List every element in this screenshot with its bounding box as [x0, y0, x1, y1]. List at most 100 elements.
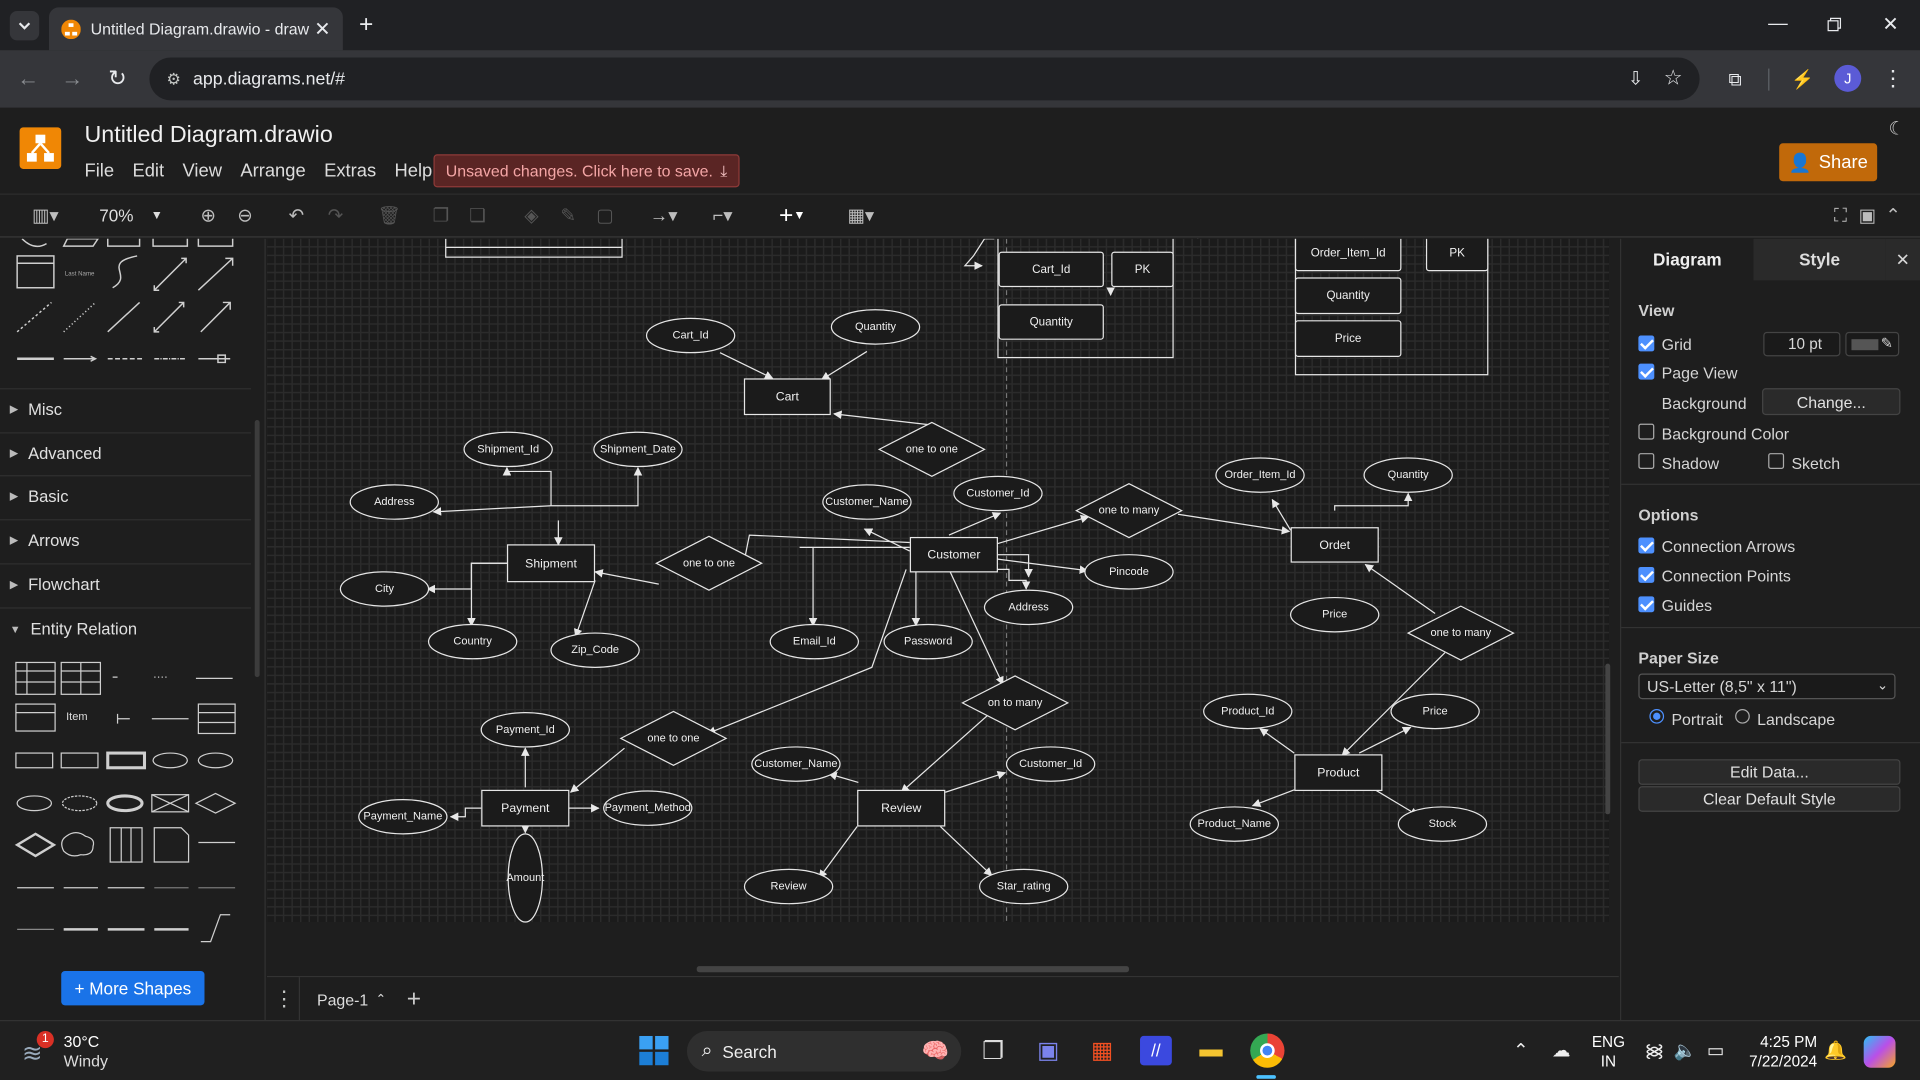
document-title[interactable]: Untitled Diagram.drawio — [84, 122, 333, 149]
attribute-ellipse[interactable] — [1084, 554, 1174, 590]
relationship-diamond[interactable] — [1074, 482, 1183, 539]
format-panel-toggle-icon[interactable]: ▥▾ — [32, 205, 59, 227]
table-cell[interactable] — [998, 251, 1104, 288]
connector-line[interactable] — [449, 807, 482, 822]
teams-icon[interactable]: ▣ — [1037, 1037, 1060, 1064]
background-color-checkbox[interactable] — [1638, 423, 1655, 440]
line-color-icon[interactable]: ✎ — [560, 205, 576, 227]
panel-toggle-icon[interactable]: ▣ — [1858, 205, 1877, 227]
sketch-checkbox[interactable] — [1768, 453, 1785, 469]
connector-line[interactable] — [502, 466, 552, 506]
profile-avatar[interactable]: J — [1834, 64, 1862, 92]
clear-default-style-button[interactable]: Clear Default Style — [1638, 786, 1901, 812]
back-icon[interactable]: ← — [17, 65, 40, 91]
attribute-ellipse[interactable] — [1005, 746, 1096, 782]
relationship-diamond[interactable] — [961, 675, 1070, 731]
canvas-horizontal-scrollbar[interactable] — [696, 966, 1129, 973]
delete-icon[interactable]: 🗑 — [377, 205, 402, 227]
grid-checkbox[interactable] — [1638, 335, 1655, 352]
connector-line[interactable] — [1364, 563, 1436, 614]
menu-edit[interactable]: Edit — [132, 160, 165, 182]
close-tab-icon[interactable]: ✕ — [314, 18, 331, 40]
undo-icon[interactable]: ↶ — [288, 205, 305, 227]
menu-file[interactable]: File — [84, 160, 115, 182]
copilot-icon[interactable] — [1863, 1035, 1896, 1068]
zoom-in-icon[interactable]: ⊕ — [200, 205, 216, 227]
attribute-ellipse[interactable] — [645, 317, 736, 354]
connector-line[interactable] — [992, 514, 1090, 546]
table-cell[interactable] — [1294, 277, 1402, 315]
section-advanced[interactable]: ▶Advanced — [0, 432, 252, 474]
connector-line[interactable] — [432, 505, 552, 516]
notifications-icon[interactable]: 🔔 — [1824, 1040, 1847, 1062]
menu-help[interactable]: Help — [394, 160, 433, 182]
attribute-ellipse[interactable] — [822, 484, 912, 520]
page-view-checkbox[interactable] — [1638, 363, 1655, 380]
attribute-ellipse[interactable] — [550, 632, 640, 668]
attribute-ellipse[interactable] — [358, 798, 448, 835]
paper-size-select[interactable]: US-Letter (8,5" x 11") ⌄ — [1638, 673, 1896, 700]
restore-icon[interactable] — [1820, 10, 1849, 39]
taskbar-search[interactable]: ⌕ Search 🧠 — [686, 1031, 962, 1072]
connector-line[interactable] — [945, 770, 1007, 793]
table-cell[interactable] — [1294, 320, 1402, 357]
zoom-select[interactable]: 70%▼ — [99, 205, 163, 226]
install-app-icon[interactable]: ⇩ — [1627, 68, 1644, 90]
edit-data-button[interactable]: Edit Data... — [1638, 759, 1901, 785]
connector-line[interactable] — [594, 569, 659, 585]
attribute-ellipse[interactable] — [1203, 693, 1293, 730]
waypoints-icon[interactable]: ⌐▾ — [712, 205, 733, 227]
page-tab[interactable]: Page-1⌃ — [316, 990, 386, 1009]
portrait-radio[interactable] — [1649, 708, 1665, 724]
tab-search-button[interactable] — [9, 11, 40, 41]
tab-style[interactable]: Style — [1753, 238, 1886, 281]
connector-line[interactable] — [820, 350, 868, 381]
pages-menu-icon[interactable]: ⋮ — [273, 986, 295, 1011]
connector-line[interactable] — [818, 826, 858, 879]
connector-line[interactable] — [1341, 652, 1446, 757]
connector-line[interactable] — [426, 562, 509, 594]
file-explorer-icon[interactable]: ▬ — [1199, 1037, 1223, 1063]
connector-line[interactable] — [948, 512, 1002, 536]
relationship-diamond[interactable] — [654, 535, 763, 591]
attribute-ellipse[interactable] — [983, 589, 1074, 626]
connector-line[interactable] — [574, 580, 596, 638]
section-misc[interactable]: ▶Misc — [0, 388, 252, 430]
grid-color-picker[interactable]: ✎ — [1845, 331, 1900, 357]
attribute-ellipse[interactable] — [593, 431, 683, 468]
to-front-icon[interactable]: ❐ — [432, 205, 450, 227]
section-basic[interactable]: ▶Basic — [0, 475, 252, 517]
entity-review[interactable] — [857, 789, 946, 827]
attribute-ellipse[interactable] — [507, 833, 544, 923]
site-info-icon[interactable]: ⚙ — [166, 69, 181, 88]
connector-line[interactable] — [1334, 492, 1413, 511]
app-icon[interactable]: // — [1140, 1035, 1172, 1066]
minimize-icon[interactable]: — — [1768, 13, 1788, 35]
entity-relation-shapes-grid[interactable]: Item — [0, 653, 251, 954]
canvas-vertical-scrollbar[interactable] — [1605, 663, 1611, 815]
connector-line[interactable] — [963, 238, 995, 271]
bookmark-star-icon[interactable]: ☆ — [1663, 66, 1683, 90]
forward-icon[interactable]: → — [61, 65, 84, 91]
attribute-ellipse[interactable] — [1390, 693, 1480, 730]
add-page-button[interactable]: + — [406, 985, 422, 1013]
omnibox[interactable]: ⚙ app.diagrams.net/# ⇩ ☆ — [149, 57, 1700, 101]
browser-menu-icon[interactable]: ⋮ — [1882, 65, 1905, 91]
attribute-ellipse[interactable] — [743, 868, 834, 905]
weather-widget[interactable]: ≋ 1 30°C Windy — [22, 1031, 132, 1073]
menu-arrange[interactable]: Arrange — [240, 160, 306, 182]
redo-icon[interactable]: ↷ — [327, 205, 344, 227]
connector-line[interactable] — [799, 546, 910, 627]
connector-line[interactable] — [1271, 498, 1292, 531]
table-icon[interactable]: ▦▾ — [847, 205, 875, 227]
attribute-ellipse[interactable] — [603, 790, 693, 826]
menu-extras[interactable]: Extras — [324, 160, 377, 182]
connector-line[interactable] — [833, 410, 931, 426]
attribute-ellipse[interactable] — [463, 431, 553, 468]
relationship-diamond[interactable] — [1406, 605, 1515, 661]
section-arrows[interactable]: ▶Arrows — [0, 519, 252, 561]
connector-line[interactable] — [1177, 513, 1291, 535]
